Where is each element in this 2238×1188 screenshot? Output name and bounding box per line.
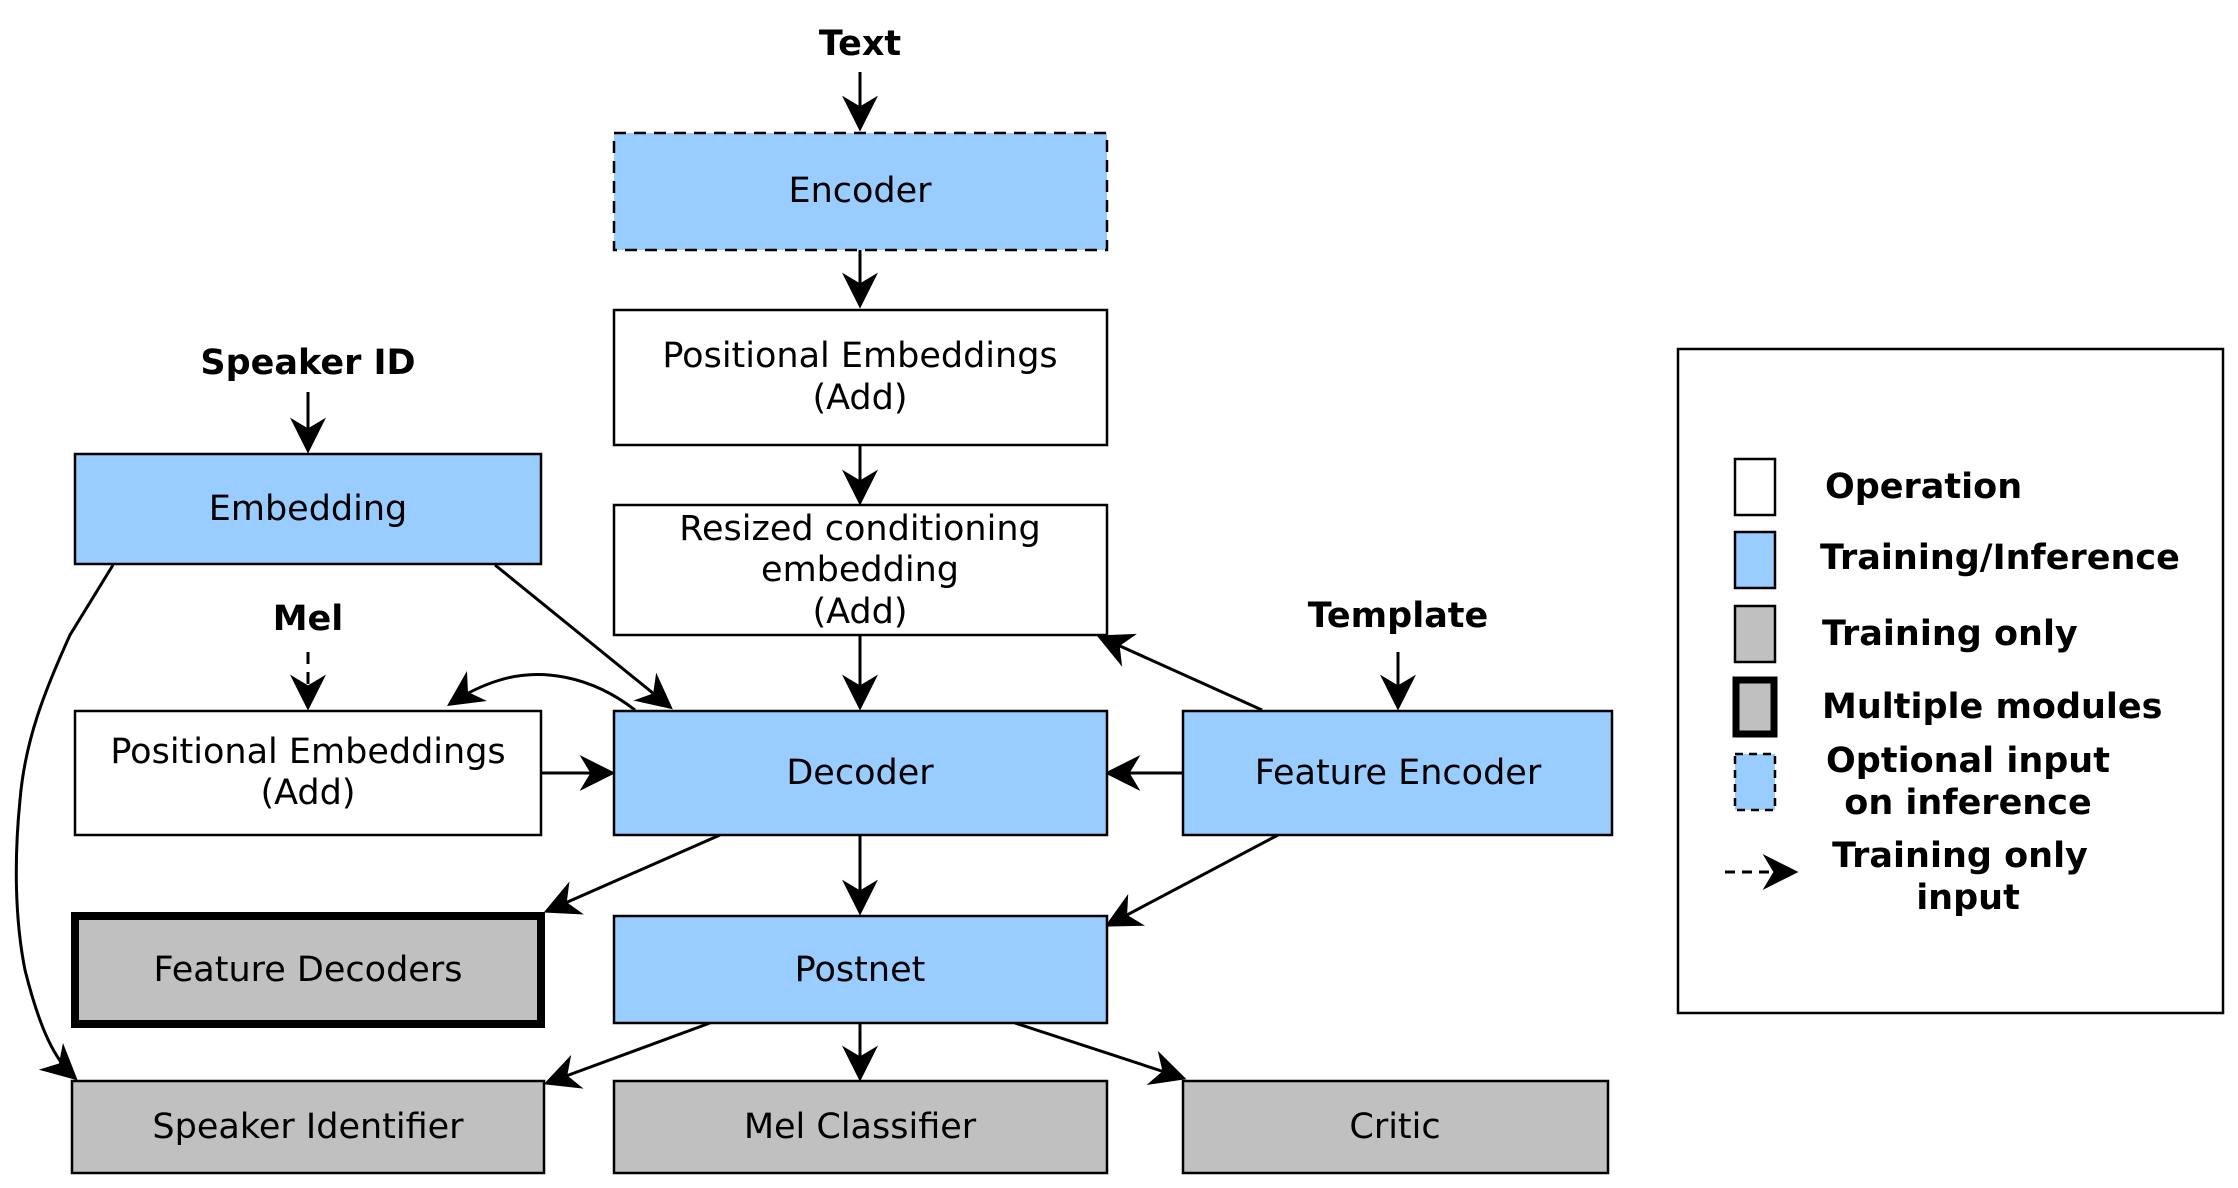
decoder-label: Decoder xyxy=(786,753,934,793)
embedding-node: Embedding xyxy=(73,452,543,566)
legend-multiple-modules-label: Multiple modules xyxy=(1822,687,2163,727)
edge-embedding-decoder xyxy=(494,563,673,710)
edge-postnet-speakerid xyxy=(543,1021,711,1089)
edge-featenc-postnet xyxy=(1104,833,1279,927)
feature-decoders-node: Feature Decoders xyxy=(71,912,545,1028)
positional-embeddings-left-line2: (Add) xyxy=(260,773,355,813)
positional-embeddings-top-line2: (Add) xyxy=(812,378,907,418)
legend-training-inference-label: Training/Inference xyxy=(1820,538,2180,578)
decoder-node: Decoder xyxy=(612,709,1109,837)
edge-decoder-featdec xyxy=(543,833,721,915)
resized-conditioning-node: Resized conditioning embedding (Add) xyxy=(612,503,1109,637)
postnet-node: Postnet xyxy=(612,914,1109,1025)
speaker-id-input-label: Speaker ID xyxy=(200,343,415,383)
legend: Operation Training/Inference Training on… xyxy=(1676,347,2225,1015)
encoder-label: Encoder xyxy=(788,171,932,211)
mel-input-label: Mel xyxy=(273,599,344,639)
legend-operation-label: Operation xyxy=(1825,467,2022,507)
legend-optional-input-line1: Optional input xyxy=(1826,741,2110,781)
legend-training-only-input-line1: Training only xyxy=(1832,836,2088,876)
critic-label: Critic xyxy=(1349,1107,1440,1147)
edge-decoder-posemb-left xyxy=(447,671,636,712)
edges xyxy=(14,72,1416,1089)
edge-embedding-speakerid xyxy=(14,564,115,1081)
template-input-label: Template xyxy=(1308,596,1489,636)
encoder-node: Encoder xyxy=(612,131,1109,252)
mel-classifier-label: Mel Classifier xyxy=(744,1107,977,1147)
critic-node: Critic xyxy=(1181,1079,1610,1175)
text-input-label: Text xyxy=(819,24,901,64)
legend-training-only-input-line2: input xyxy=(1916,878,2020,918)
legend-training-only-label: Training only xyxy=(1822,614,2078,654)
legend-optional-input-line2: on inference xyxy=(1844,783,2091,823)
feature-encoder-node: Feature Encoder xyxy=(1181,709,1614,837)
input-labels: Text Speaker ID Mel Template xyxy=(200,24,1488,639)
resized-conditioning-line3: (Add) xyxy=(812,592,907,632)
positional-embeddings-left-line1: Positional Embeddings xyxy=(110,732,505,772)
positional-embeddings-top-line1: Positional Embeddings xyxy=(662,336,1057,376)
positional-embeddings-left-node: Positional Embeddings (Add) xyxy=(73,709,543,837)
feature-encoder-label: Feature Encoder xyxy=(1255,753,1542,793)
edge-postnet-critic xyxy=(1014,1021,1187,1086)
legend-swatch-operation xyxy=(1733,457,1777,517)
speaker-identifier-label: Speaker Identifier xyxy=(152,1107,464,1147)
legend-swatch-training-only xyxy=(1733,604,1777,664)
positional-embeddings-top-node: Positional Embeddings (Add) xyxy=(612,308,1109,447)
resized-conditioning-line1: Resized conditioning xyxy=(679,509,1040,549)
edge-featenc-resized xyxy=(1096,633,1263,712)
speaker-identifier-node: Speaker Identifier xyxy=(70,1079,546,1175)
postnet-label: Postnet xyxy=(795,950,926,990)
nodes: Encoder Positional Embeddings (Add) Resi… xyxy=(70,131,1614,1175)
resized-conditioning-line2: embedding xyxy=(761,550,959,590)
legend-swatch-optional-input xyxy=(1733,752,1777,812)
legend-swatch-training-inference xyxy=(1733,530,1777,590)
feature-decoders-label: Feature Decoders xyxy=(154,950,463,990)
mel-classifier-node: Mel Classifier xyxy=(612,1079,1109,1175)
legend-swatch-multiple-modules xyxy=(1732,676,1778,738)
embedding-label: Embedding xyxy=(209,489,408,529)
